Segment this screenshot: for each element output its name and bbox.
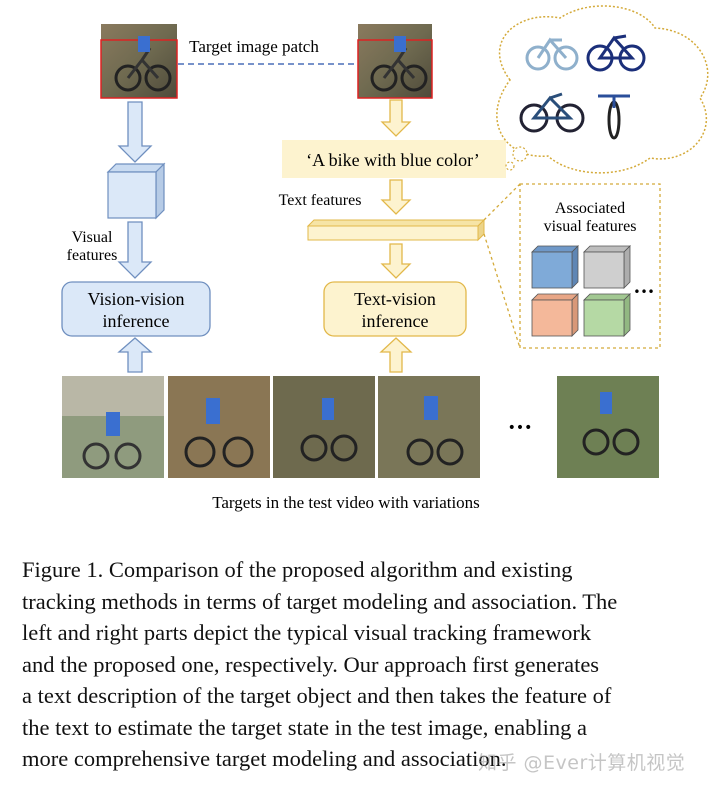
text-features-label: Text features — [279, 192, 362, 209]
text-vision-label-2: inference — [362, 311, 429, 331]
caption-line: a text description of the target object … — [22, 683, 612, 708]
figure: Target image patch Visual features Visio… — [61, 5, 709, 512]
visual-features-label-2: features — [67, 247, 118, 264]
figure-diagram: Target image patch Visual features Visio… — [61, 5, 709, 512]
caption-line: tracking methods in terms of target mode… — [22, 588, 618, 614]
cube-gray — [583, 245, 631, 289]
cube-orange — [531, 293, 579, 337]
frame-3 — [273, 376, 375, 478]
caption-line: left and right parts depict the typical … — [22, 620, 592, 645]
caption-line: Figure 1. Comparison of the proposed alg… — [22, 557, 573, 582]
bike-icon-2 — [586, 34, 646, 72]
frame-5 — [557, 376, 659, 478]
frame-1 — [62, 376, 164, 478]
arrow-down-r2 — [380, 179, 412, 215]
visual-features-label-1: Visual — [72, 229, 113, 246]
arrow-down-2 — [117, 221, 153, 279]
vision-vision-label-1: Vision-vision — [88, 289, 185, 309]
assoc-label-1: Associated — [555, 200, 625, 217]
assoc-features-box — [519, 183, 661, 349]
target-patch-right — [357, 24, 433, 99]
bike-icon-4 — [598, 94, 630, 140]
text-desc-box — [282, 140, 506, 178]
cube-green — [583, 293, 631, 337]
caption-line: the text to estimate the target state in… — [22, 714, 588, 740]
frames-dots: ••• — [508, 420, 533, 436]
text-vision-box — [323, 281, 467, 337]
target-patch-label: Target image patch — [189, 37, 319, 56]
arrow-down-r1 — [380, 99, 412, 137]
frame-2 — [168, 376, 270, 478]
cube-blue — [531, 245, 579, 289]
vision-vision-label-2: inference — [103, 311, 170, 331]
test-frames: ••• — [62, 376, 659, 478]
caption-line: more comprehensive target modeling and a… — [22, 746, 507, 771]
assoc-label-2: visual features — [544, 218, 637, 235]
vision-vision-box — [61, 281, 211, 337]
assoc-link-top — [483, 183, 521, 221]
bike-thought-cloud — [496, 5, 709, 174]
arrow-up-right — [379, 337, 413, 373]
watermark: 知乎 @Ever计算机视觉 — [478, 752, 686, 774]
frame-4 — [378, 376, 480, 478]
target-patch-left — [100, 24, 178, 99]
figure-caption: Figure 1. Comparison of the proposed alg… — [22, 554, 706, 775]
arrow-down-r3 — [380, 243, 412, 279]
bike-icon-3 — [519, 92, 585, 133]
visual-feature-cube — [106, 162, 166, 220]
text-desc-label: ‘A bike with blue color’ — [306, 150, 480, 170]
caption-line: and the proposed one, respectively. Our … — [22, 651, 600, 677]
frames-caption: Targets in the test video with variation… — [212, 493, 480, 512]
assoc-dots: ••• — [633, 285, 654, 299]
text-vision-label-1: Text-vision — [354, 289, 436, 309]
arrow-up-left — [117, 337, 153, 373]
arrow-down-1 — [117, 101, 153, 163]
bike-icon-1 — [525, 37, 579, 71]
assoc-link-bottom — [483, 233, 521, 349]
text-feature-bar — [306, 218, 486, 242]
